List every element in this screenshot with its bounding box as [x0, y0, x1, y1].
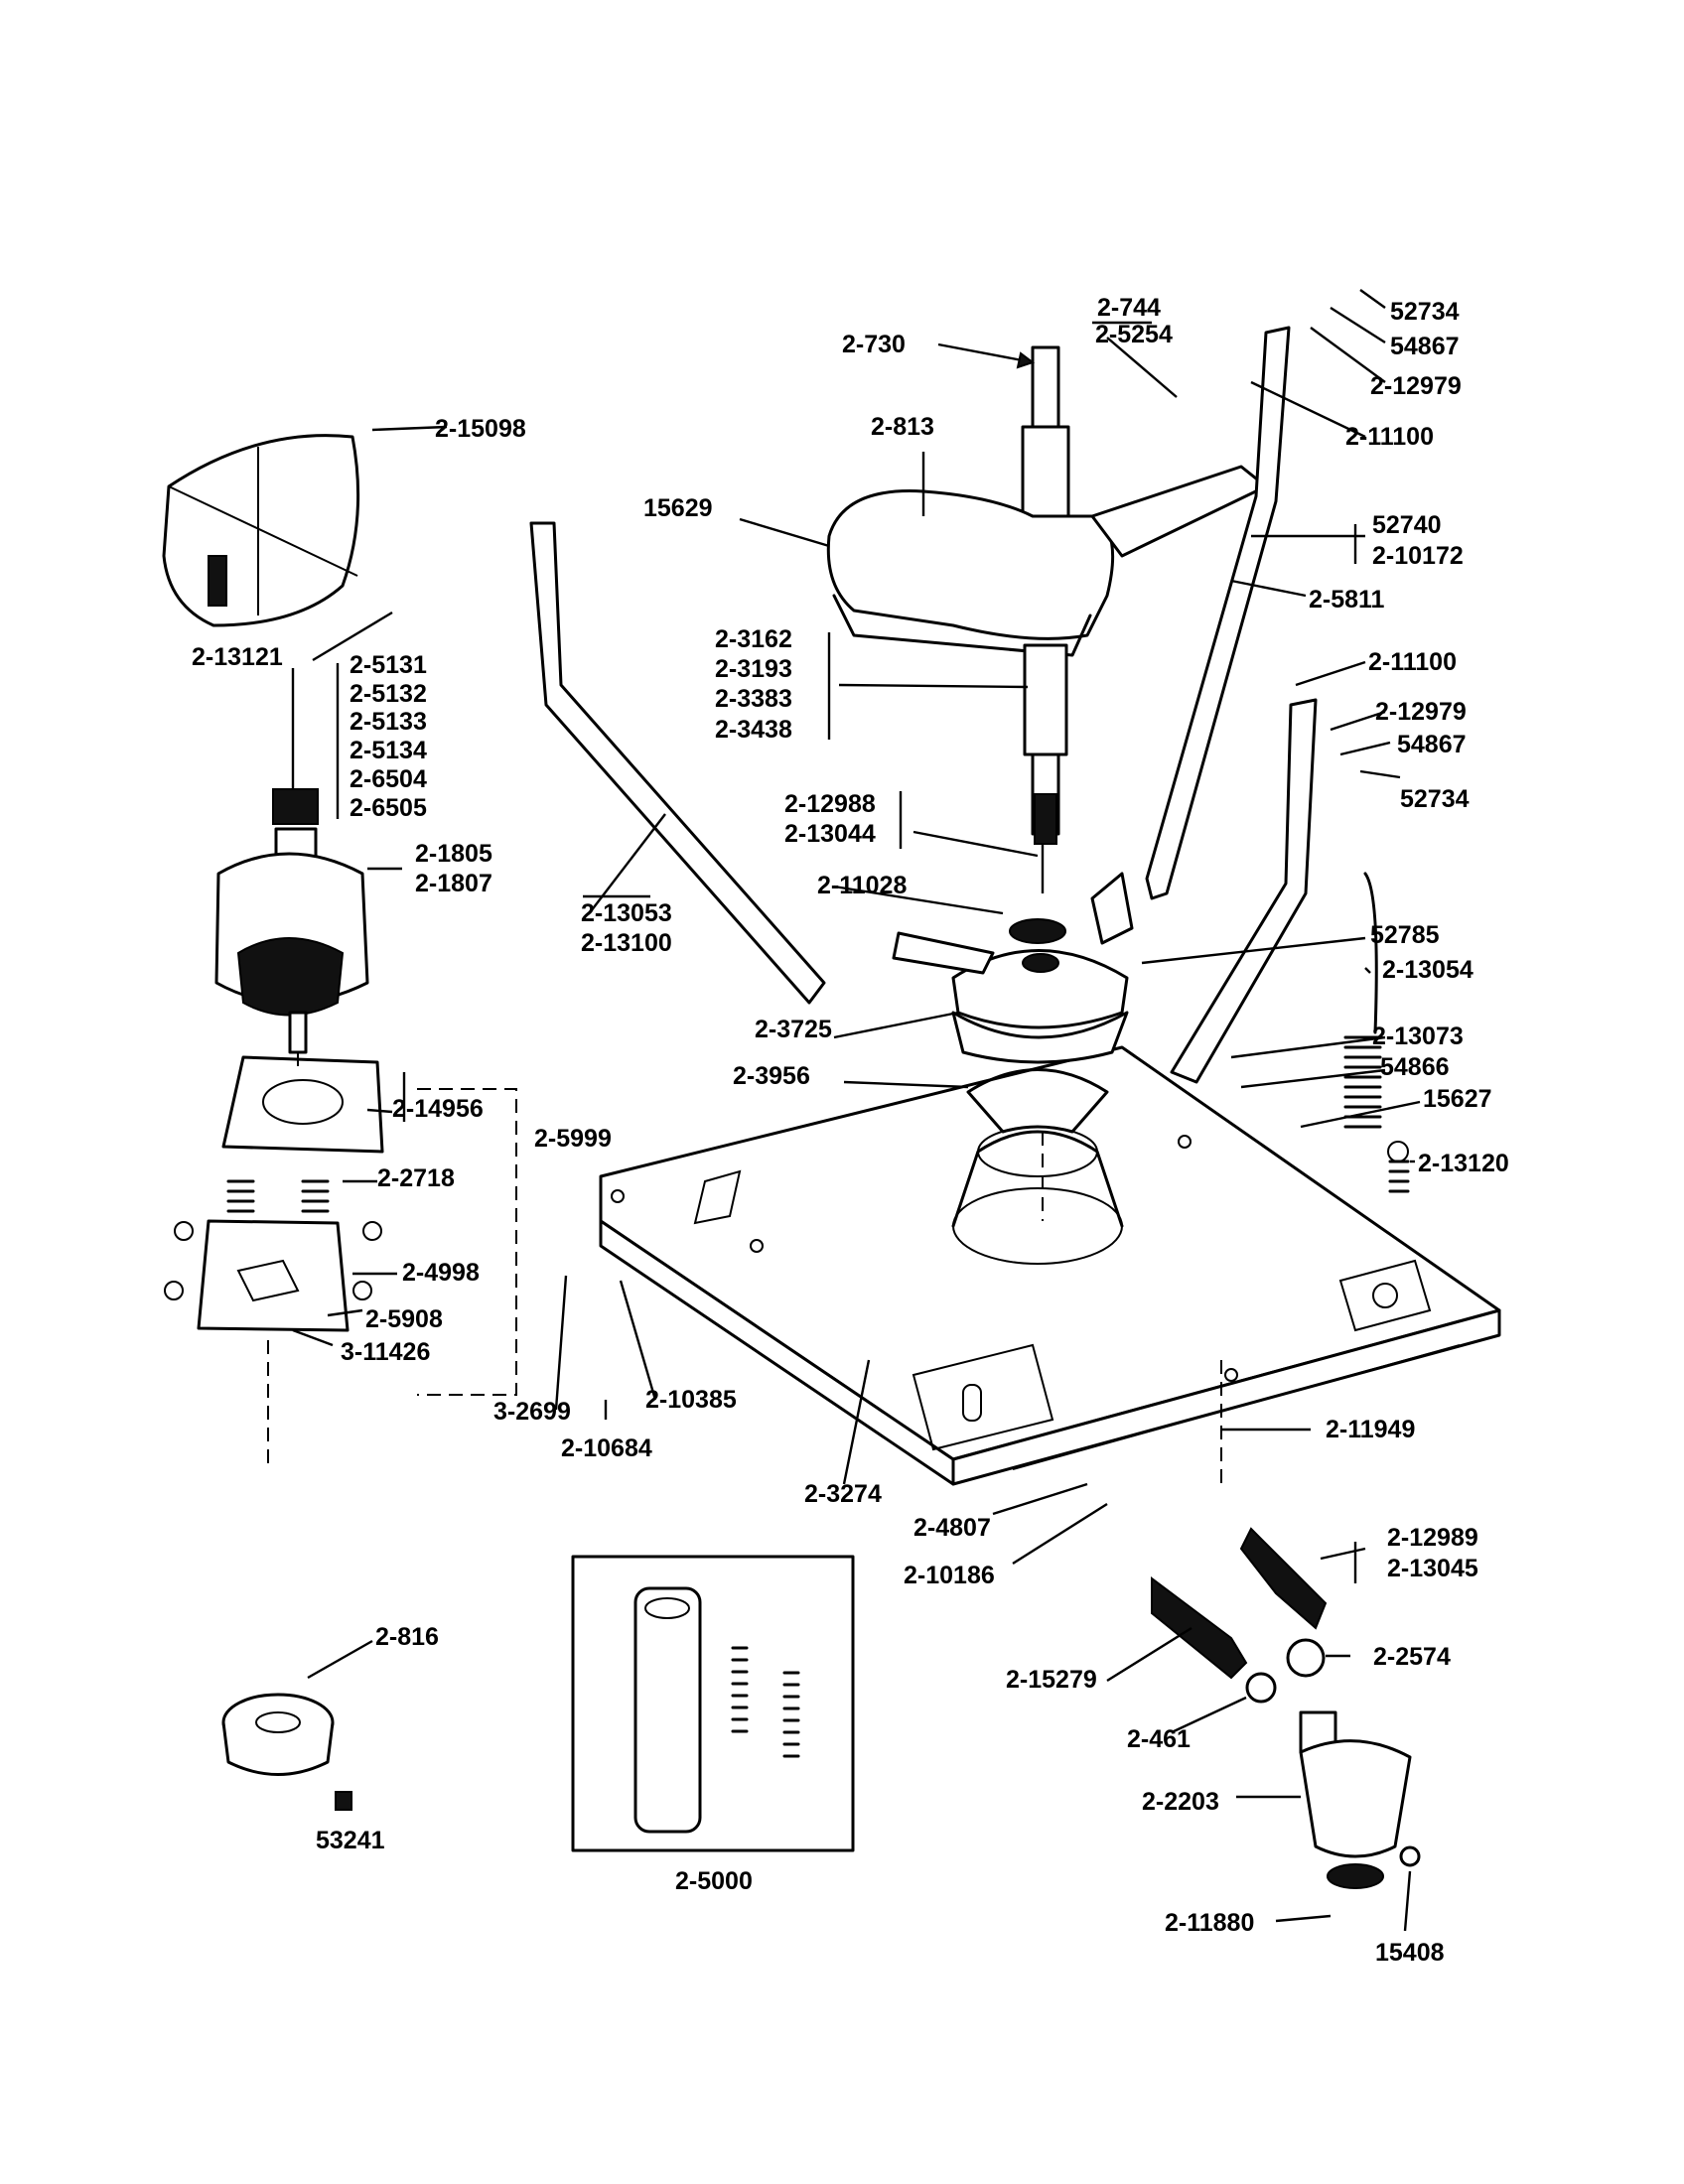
- label-2-10684: 2-10684: [561, 1434, 652, 1462]
- label-53241: 53241: [316, 1827, 385, 1854]
- label-2-1807: 2-1807: [415, 870, 492, 897]
- label-2-11028: 2-11028: [817, 872, 907, 899]
- label-2-13121: 2-13121: [192, 643, 283, 671]
- label-2-816: 2-816: [375, 1623, 439, 1651]
- leg-left: [529, 521, 826, 1005]
- label-2-15279: 2-15279: [1006, 1666, 1097, 1694]
- label-2-3725: 2-3725: [755, 1016, 832, 1043]
- leg-right-rear: [1145, 326, 1291, 900]
- label-2-1805: 2-1805: [415, 840, 492, 868]
- label-2-11880: 2-11880: [1165, 1909, 1254, 1937]
- label-2-11100-top: 2-11100: [1345, 423, 1434, 451]
- brake-cam-assembly: [892, 872, 1134, 1134]
- label-2-12988: 2-12988: [784, 790, 876, 818]
- label-2-4998: 2-4998: [402, 1259, 480, 1287]
- label-54866: 54866: [1380, 1053, 1450, 1081]
- label-3-2699: 3-2699: [493, 1398, 571, 1426]
- label-2-12989: 2-12989: [1387, 1524, 1478, 1552]
- label-2-12979-top: 2-12979: [1370, 372, 1462, 400]
- label-2-12979-mid: 2-12979: [1375, 698, 1467, 726]
- label-2-5131: 2-5131: [350, 651, 427, 679]
- label-15629: 15629: [643, 494, 713, 522]
- motor: [214, 788, 369, 1054]
- label-52734-top: 52734: [1390, 298, 1460, 326]
- label-2-11100-mid: 2-11100: [1368, 648, 1457, 676]
- label-2-15098: 2-15098: [435, 415, 526, 443]
- label-2-13100: 2-13100: [581, 929, 672, 957]
- label-2-3193: 2-3193: [715, 655, 792, 683]
- transmission-assembly: [826, 345, 1268, 893]
- label-54867-top: 54867: [1390, 333, 1460, 360]
- label-2-5132: 2-5132: [350, 680, 427, 708]
- label-15627: 15627: [1423, 1085, 1492, 1113]
- label-2-3274: 2-3274: [804, 1480, 882, 1508]
- label-2-2574: 2-2574: [1373, 1643, 1451, 1671]
- label-2-5133: 2-5133: [350, 708, 427, 736]
- label-2-2718: 2-2718: [377, 1164, 455, 1192]
- label-2-3956: 2-3956: [733, 1062, 810, 1090]
- leader-lines: [291, 289, 1421, 1932]
- label-2-461: 2-461: [1127, 1725, 1191, 1753]
- label-2-13053: 2-13053: [581, 899, 672, 927]
- label-2-13073: 2-13073: [1372, 1023, 1464, 1050]
- guide-lines: [267, 1052, 1222, 1489]
- label-3-11426: 3-11426: [341, 1338, 430, 1366]
- label-2-11949: 2-11949: [1326, 1416, 1415, 1443]
- label-2-6505: 2-6505: [350, 794, 427, 822]
- pump-and-hoses: [1151, 1527, 1421, 1889]
- label-2-6504: 2-6504: [350, 765, 427, 793]
- label-2-4807: 2-4807: [913, 1514, 991, 1542]
- label-2-744: 2-744: [1097, 294, 1161, 322]
- label-2-3383: 2-3383: [715, 685, 792, 713]
- label-2-5811: 2-5811: [1309, 586, 1385, 614]
- label-2-13045: 2-13045: [1387, 1555, 1478, 1582]
- label-2-5134: 2-5134: [350, 737, 427, 764]
- label-2-5999: 2-5999: [534, 1125, 612, 1153]
- label-2-730: 2-730: [842, 331, 906, 358]
- label-2-10172: 2-10172: [1372, 542, 1464, 570]
- label-2-5000: 2-5000: [675, 1867, 753, 1895]
- label-2-14956: 2-14956: [392, 1095, 484, 1123]
- base-plate: [599, 1045, 1501, 1486]
- label-52734-mid: 52734: [1400, 785, 1470, 813]
- label-2-3438: 2-3438: [715, 716, 792, 744]
- label-2-2203: 2-2203: [1142, 1788, 1219, 1816]
- label-2-10186: 2-10186: [904, 1562, 995, 1589]
- label-52785: 52785: [1370, 921, 1440, 949]
- label-2-813: 2-813: [871, 413, 934, 441]
- label-2-5254: 2-5254: [1095, 321, 1173, 348]
- label-52740: 52740: [1372, 511, 1442, 539]
- pulley: [221, 1693, 352, 1811]
- label-2-13120: 2-13120: [1418, 1150, 1509, 1177]
- label-2-10385: 2-10385: [645, 1386, 737, 1414]
- label-2-13054: 2-13054: [1382, 956, 1474, 984]
- part-labels: 2-730 2-744 2-5254 52734 54867 2-12979 2…: [192, 294, 1509, 1967]
- motor-cover: [162, 434, 360, 627]
- leg-right-front: [1170, 698, 1318, 1084]
- label-54867-mid: 54867: [1397, 731, 1467, 758]
- parts-kit-box: [571, 1555, 855, 1852]
- label-2-3162: 2-3162: [715, 625, 792, 653]
- suspension-spring: [1343, 872, 1410, 1193]
- label-15408: 15408: [1375, 1939, 1445, 1967]
- label-2-13044: 2-13044: [784, 820, 876, 848]
- label-2-5908: 2-5908: [365, 1305, 443, 1333]
- motor-mount-plate: [164, 1055, 384, 1332]
